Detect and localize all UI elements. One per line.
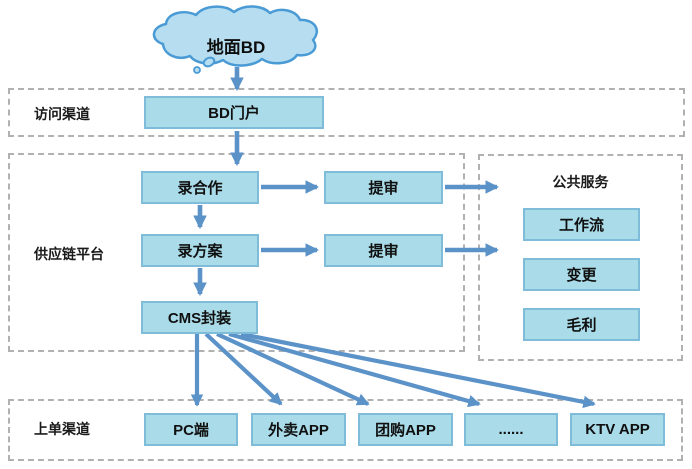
node-bd-portal: BD门户 bbox=[144, 96, 324, 129]
node-submit-review-2: 提审 bbox=[324, 234, 443, 267]
node-record-cooperation: 录合作 bbox=[141, 171, 259, 204]
node-change: 变更 bbox=[523, 258, 640, 291]
node-waimai-app: 外卖APP bbox=[251, 413, 346, 446]
node-ktv-app: KTV APP bbox=[570, 413, 665, 446]
section-supply-label: 供应链平台 bbox=[34, 246, 104, 262]
node-cms-package: CMS封装 bbox=[141, 301, 258, 334]
node-ellipsis: ...... bbox=[464, 413, 558, 446]
section-access-label: 访问渠道 bbox=[34, 106, 90, 122]
section-order-label: 上单渠道 bbox=[34, 421, 90, 437]
section-public-services-title: 公共服务 bbox=[552, 174, 609, 190]
node-submit-review-1: 提审 bbox=[324, 171, 443, 204]
node-groupbuy-app: 团购APP bbox=[358, 413, 453, 446]
node-workflow: 工作流 bbox=[523, 208, 640, 241]
node-gross-profit: 毛利 bbox=[523, 308, 640, 341]
node-pc: PC端 bbox=[144, 413, 238, 446]
section-access-channel bbox=[8, 88, 685, 137]
node-record-plan: 录方案 bbox=[141, 234, 259, 267]
cloud-label: 地面BD bbox=[206, 38, 266, 57]
